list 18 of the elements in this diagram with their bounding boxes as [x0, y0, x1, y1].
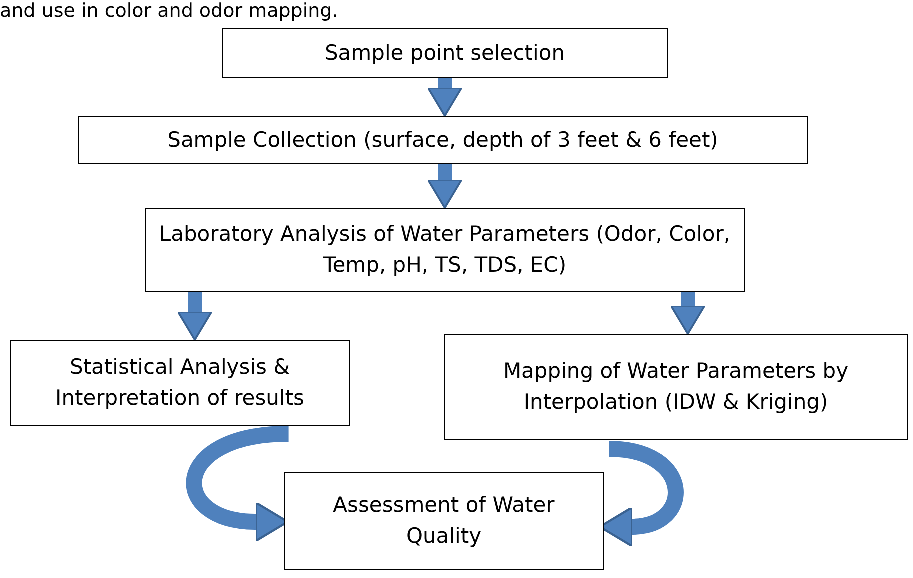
process-box: [10, 340, 350, 426]
box-text: Assessment of Water Quality: [332, 492, 556, 550]
process-box: [444, 334, 908, 440]
box-text: Mapping of Water Parameters by Interpolation (IDW & Kriging): [502, 358, 850, 416]
note-text: and use in color and odor mapping.: [0, 0, 338, 22]
process-box: [145, 208, 745, 292]
box-text: Laboratory Analysis of Water Parameters (Odor, Color, Temp, pH, TS, TDS, EC): [158, 221, 732, 279]
arrow: [430, 78, 460, 117]
process-box: [284, 472, 604, 570]
arrow: [673, 292, 703, 335]
process-box: [78, 116, 808, 164]
arrow: [430, 164, 460, 209]
box-text: Sample Collection (surface, depth of 3 feet & 6 feet): [168, 126, 718, 154]
box-text: Statistical Analysis & Interpretation of results: [54, 354, 306, 412]
arrow: [180, 292, 210, 341]
box-text: Sample point selection: [324, 40, 566, 66]
process-box: [222, 28, 668, 78]
curved-arrow: [186, 426, 290, 539]
